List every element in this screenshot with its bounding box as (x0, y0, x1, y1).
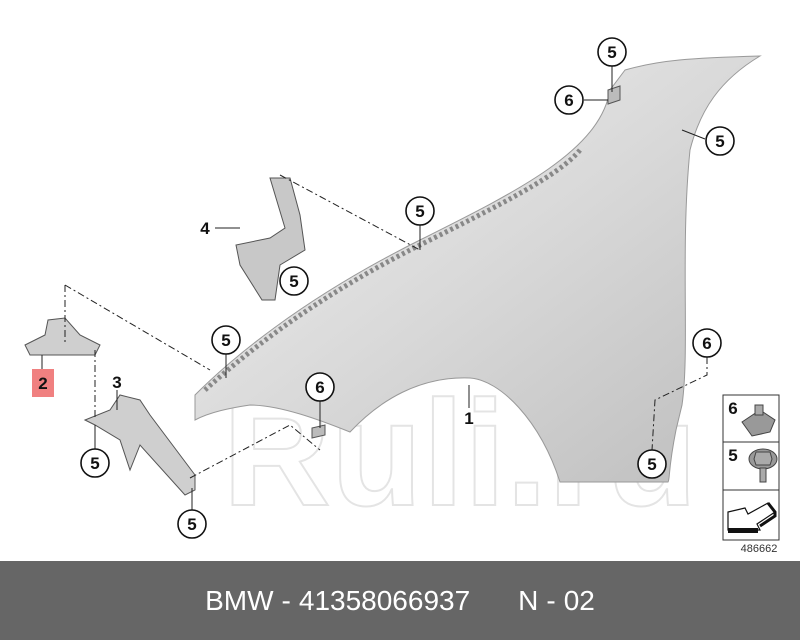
part-label-bracket-lower: 3 (112, 373, 121, 392)
clip-part (607, 85, 621, 105)
arrow-icon (727, 502, 777, 533)
svg-text:6: 6 (315, 378, 324, 397)
hex-bolt-icon (748, 448, 778, 483)
svg-text:5: 5 (90, 454, 99, 473)
svg-text:5: 5 (715, 132, 724, 151)
part-label-fender: 1 (464, 409, 473, 428)
svg-text:5: 5 (221, 331, 230, 350)
svg-text:5: 5 (728, 446, 737, 465)
svg-text:5: 5 (647, 455, 656, 474)
brand: BMW (205, 584, 274, 616)
bracket-front-highlight (32, 369, 54, 397)
callout-5: 5 (80, 448, 110, 478)
part-label-bracket-upper: 4 (200, 219, 210, 238)
clip-part (311, 424, 326, 439)
callout-5: 5 (705, 126, 735, 156)
svg-text:5: 5 (187, 515, 196, 534)
fender-panel (194, 55, 762, 483)
fender-flange (203, 148, 582, 392)
separator: - (546, 584, 556, 616)
bracket-lower (83, 394, 196, 496)
svg-text:5: 5 (289, 272, 298, 291)
parts-diagram: Ruli.ru 5 6 5 5 5 5 6 6 5 5 5 1 2 3 4 6 (24, 37, 780, 555)
bracket-upper (235, 177, 306, 301)
part-label-bracket-front: 2 (38, 374, 47, 393)
svg-text:5: 5 (415, 202, 424, 221)
callout-6: 6 (692, 328, 722, 358)
code: 02 (563, 584, 595, 616)
bracket-front (24, 317, 101, 356)
callout-5: 5 (279, 266, 309, 296)
separator: - (281, 584, 291, 616)
svg-text:6: 6 (728, 399, 737, 418)
callout-5: 5 (637, 449, 667, 479)
svg-text:6: 6 (564, 91, 573, 110)
svg-text:5: 5 (607, 43, 616, 62)
callout-5: 5 (211, 325, 241, 355)
callout-5: 5 (405, 196, 435, 226)
callout-5: 5 (597, 37, 627, 67)
callout-6: 6 (305, 372, 335, 402)
callout-5: 5 (177, 509, 207, 539)
image-number: 486662 (741, 543, 778, 555)
fastener-legend: 6 5 (722, 394, 780, 541)
code-prefix: N (518, 584, 539, 616)
part-number: 41358066937 (298, 584, 471, 616)
callout-6: 6 (554, 85, 584, 115)
svg-text:6: 6 (702, 334, 711, 353)
clip-nut-icon (741, 404, 776, 437)
footer-bar: BMW - 41358066937 N - 02 (0, 561, 800, 640)
